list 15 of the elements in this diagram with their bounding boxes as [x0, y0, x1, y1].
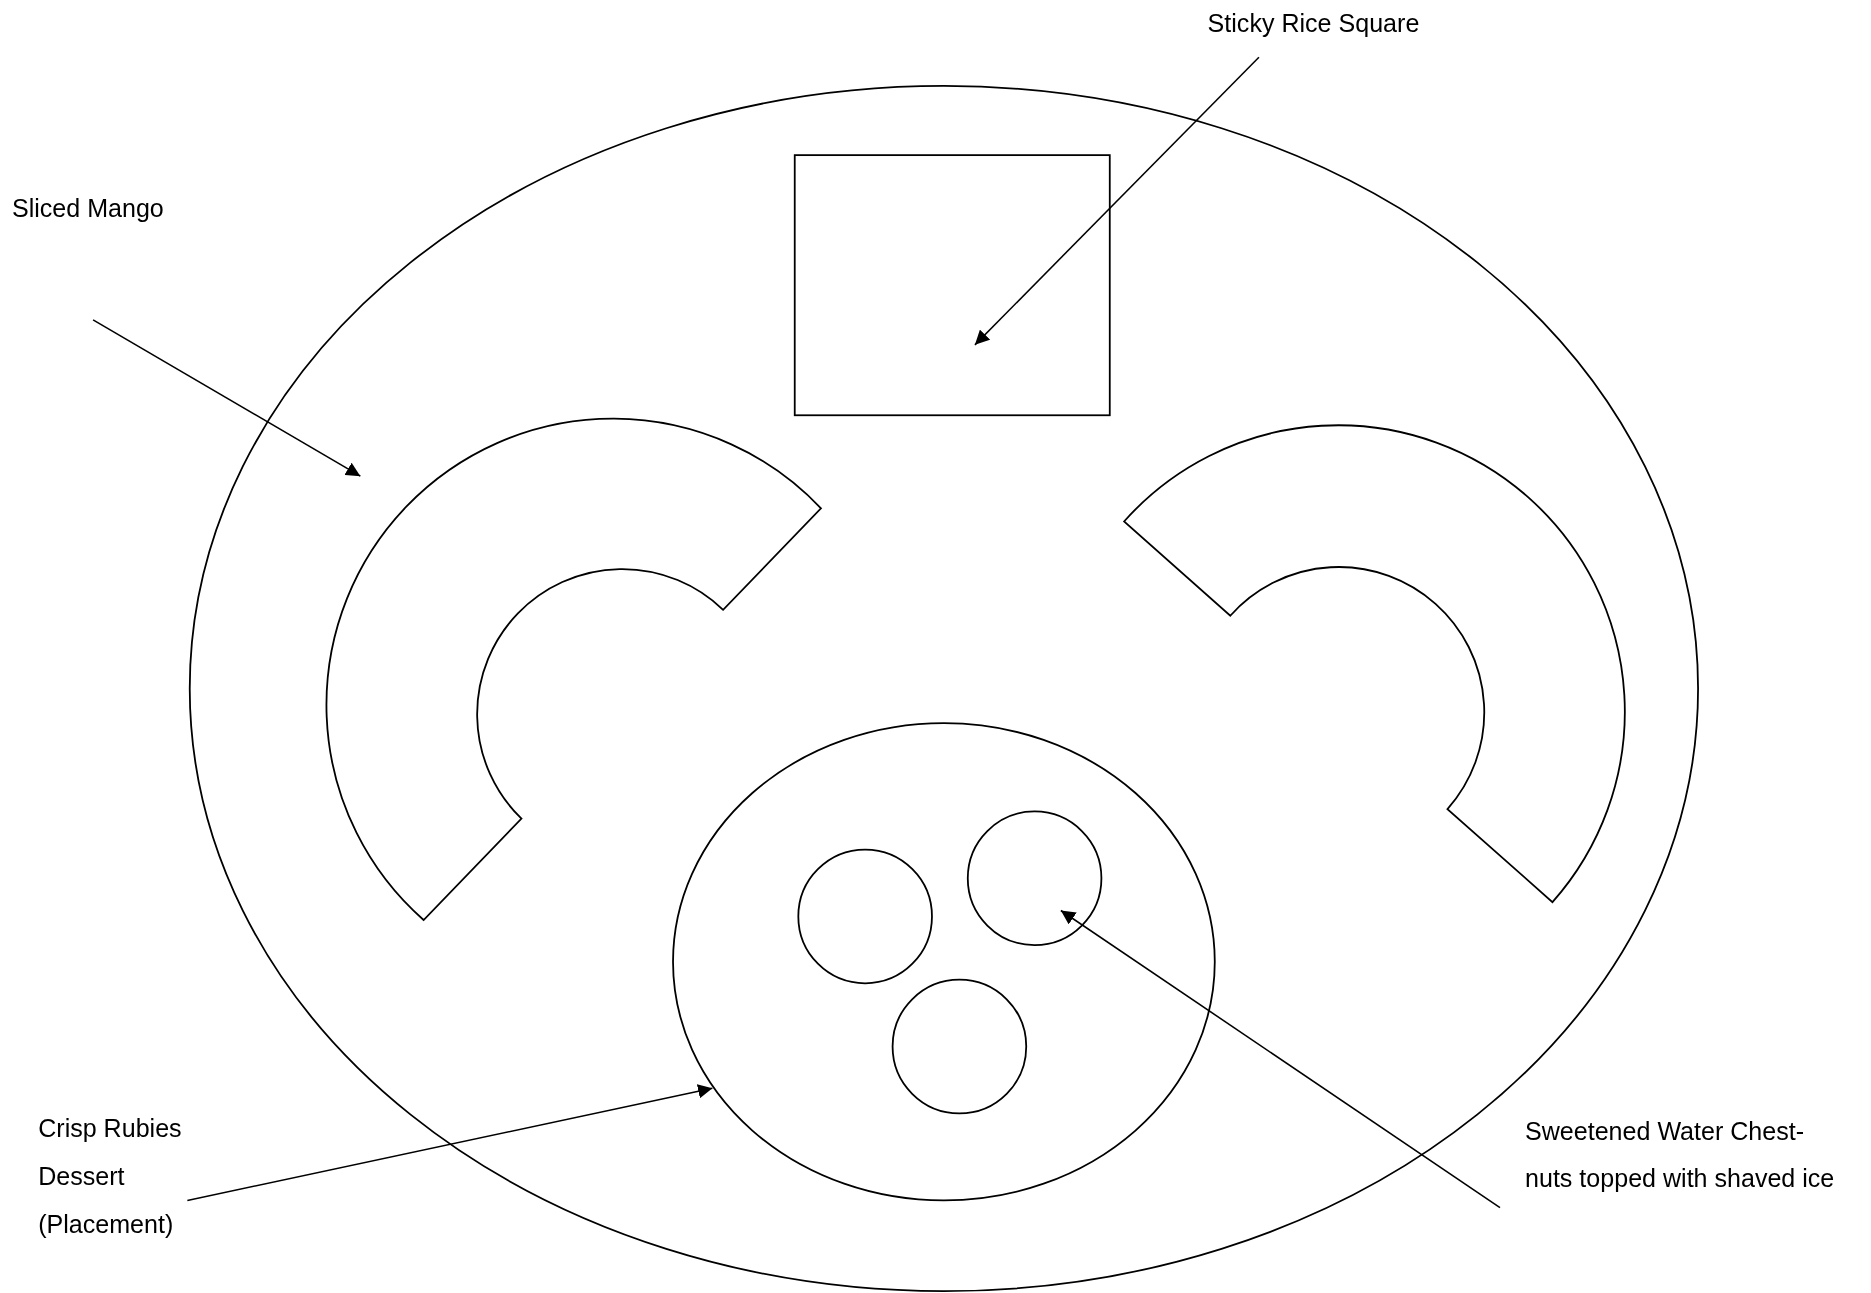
bowl-outline [672, 722, 1216, 1202]
leader-line [1060, 909, 1501, 1209]
callout-label: Sliced Mango [11, 184, 251, 233]
leader-line [974, 56, 1260, 346]
callout-label: Crisp Rubies Dessert (Placement) [38, 1105, 218, 1249]
rice-square-outline [793, 154, 1111, 417]
chestnut-circle-outline [966, 810, 1103, 946]
leader-line [92, 319, 362, 477]
leader-line [186, 1084, 714, 1202]
chestnut-circle-outline [797, 848, 933, 985]
callout-label: Sticky Rice Square [1207, 0, 1494, 48]
mango-slice-outline [326, 417, 822, 921]
chestnut-circle-outline [891, 978, 1028, 1115]
mango-slice-outline [1123, 424, 1626, 904]
callout-label: Sweetened Water Chest-nuts topped with shaved ice [1525, 1107, 1842, 1203]
